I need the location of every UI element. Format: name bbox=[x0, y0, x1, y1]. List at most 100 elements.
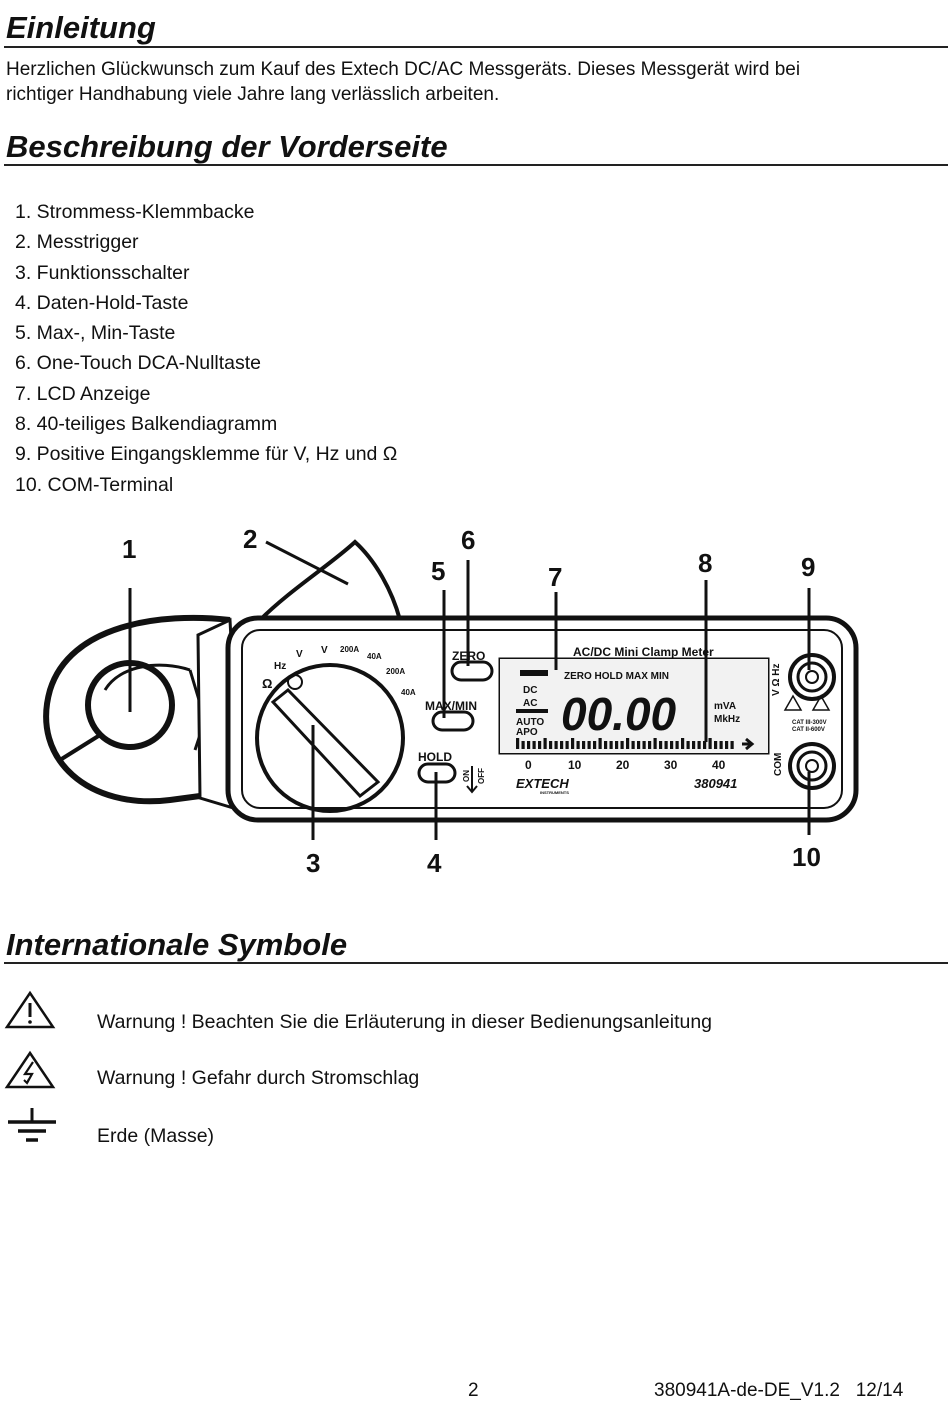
lcd-unit-mva: mVA bbox=[714, 701, 736, 712]
dial-200a-dc: 200A bbox=[340, 645, 359, 654]
dial-ohm: Ω bbox=[262, 676, 272, 691]
bar-graph bbox=[516, 738, 734, 749]
symbols-heading: Internationale Symbole bbox=[6, 927, 348, 962]
bar-segment bbox=[681, 738, 685, 749]
rotary-dial bbox=[255, 663, 405, 813]
brand-logo: EXTECH bbox=[516, 776, 569, 791]
bar-segment bbox=[637, 741, 641, 749]
callout-1: 1 bbox=[122, 534, 136, 564]
scale-0: 0 bbox=[525, 758, 532, 772]
list-item: 2. Messtrigger bbox=[15, 231, 139, 254]
list-item: 1. Strommess-Klemmbacke bbox=[15, 201, 255, 223]
bar-segment bbox=[587, 741, 591, 749]
callout-8: 8 bbox=[698, 548, 712, 578]
maxmin-label: MAX/MIN bbox=[425, 699, 477, 713]
dial-vdc: V bbox=[321, 645, 328, 656]
bar-segment bbox=[692, 741, 696, 749]
bar-segment bbox=[576, 741, 580, 749]
bar-segment bbox=[719, 741, 723, 749]
bar-segment bbox=[670, 741, 674, 749]
symbol-text: Warnung ! Gefahr durch Stromschlag bbox=[97, 1067, 420, 1089]
list-item: 5. Max-, Min-Taste bbox=[15, 322, 176, 345]
vhz-label: V Ω Hz bbox=[771, 664, 782, 696]
symbol-text: Erde (Masse) bbox=[97, 1125, 215, 1147]
bar-segment bbox=[527, 741, 531, 749]
list-item: 6. One-Touch DCA-Nulltaste bbox=[15, 352, 262, 375]
list-item: 4. Daten-Hold-Taste bbox=[15, 291, 189, 314]
bar-segment bbox=[642, 741, 646, 749]
warning-triangle-icon bbox=[4, 990, 56, 1029]
model-number: 380941 bbox=[694, 776, 737, 791]
callout-9: 9 bbox=[801, 552, 815, 582]
lcd-unit-mkhz: MkHz bbox=[714, 714, 740, 725]
dial-40a-ac: 40A bbox=[401, 688, 416, 697]
front-parts-list: 1. Strommess-Klemmbacke 2. Messtrigger 3… bbox=[15, 197, 397, 500]
bar-segment bbox=[653, 738, 657, 749]
scale-40: 40 bbox=[712, 758, 726, 772]
lcd-dc: DC bbox=[523, 685, 537, 696]
switch-on-label: ON bbox=[462, 770, 471, 782]
intro-line: Herzlichen Glückwunsch zum Kauf des Exte… bbox=[6, 59, 801, 80]
bar-segment bbox=[708, 738, 712, 749]
com-terminal bbox=[788, 742, 836, 790]
heading-rule bbox=[4, 962, 948, 964]
lcd-annunciators: ZERO HOLD MAX MIN bbox=[564, 671, 669, 682]
lcd-digits: 00.00 bbox=[561, 688, 677, 740]
dial-vac: V bbox=[296, 649, 303, 660]
list-item: 7. LCD Anzeige bbox=[15, 382, 151, 405]
vhz-terminal bbox=[788, 653, 836, 701]
bar-segment bbox=[725, 741, 729, 749]
document-id: 380941A-de-DE_V1.2 12/14 bbox=[654, 1380, 904, 1401]
heading-rule bbox=[4, 164, 948, 166]
clamp-jaw bbox=[43, 614, 242, 813]
dial-hz: Hz bbox=[274, 661, 286, 672]
intro-line: richtiger Handhabung viele Jahre lang ve… bbox=[6, 84, 500, 105]
bar-segment bbox=[714, 741, 718, 749]
callout-3: 3 bbox=[306, 848, 320, 878]
callout-10: 10 bbox=[792, 842, 821, 872]
trigger bbox=[258, 539, 402, 622]
bar-segment bbox=[582, 741, 586, 749]
zero-label: ZERO bbox=[452, 649, 485, 663]
com-label: COM bbox=[773, 753, 784, 776]
bar-segment bbox=[598, 738, 602, 749]
switch-off-label: OFF bbox=[477, 768, 486, 784]
maxmin-button bbox=[431, 710, 475, 732]
lcd-auto: AUTO bbox=[516, 717, 544, 728]
bar-segment bbox=[609, 741, 613, 749]
bar-segment bbox=[543, 738, 547, 749]
bar-segment bbox=[659, 741, 663, 749]
callout-2: 2 bbox=[243, 524, 257, 554]
bar-segment bbox=[730, 741, 734, 749]
bar-segment bbox=[593, 741, 597, 749]
bar-segment bbox=[703, 741, 707, 749]
dial-40a-dc: 40A bbox=[367, 652, 382, 661]
intro-heading: Einleitung bbox=[6, 10, 156, 45]
bar-segment bbox=[620, 741, 624, 749]
brand-sub: INSTRUMENTS bbox=[540, 790, 569, 795]
clamp-meter-diagram: 1 2 3 4 5 6 7 8 9 10 AC/DC Mini Clamp Me… bbox=[43, 524, 859, 878]
model-title: AC/DC Mini Clamp Meter bbox=[573, 645, 714, 659]
bar-segment bbox=[626, 738, 630, 749]
scale-20: 20 bbox=[616, 758, 630, 772]
callout-5: 5 bbox=[431, 556, 445, 586]
shock-hazard-icon bbox=[4, 1050, 56, 1089]
cat-rating-1: CAT III-300V bbox=[792, 720, 827, 726]
callout-6: 6 bbox=[461, 525, 475, 555]
zero-button bbox=[450, 660, 494, 682]
dial-200a-ac: 200A bbox=[386, 667, 405, 676]
bar-segment bbox=[675, 741, 679, 749]
symbol-text: Warnung ! Beachten Sie die Erläuterung i… bbox=[97, 1011, 713, 1033]
list-item: 10. COM-Terminal bbox=[15, 473, 174, 496]
page-number: 2 bbox=[468, 1380, 479, 1401]
callout-7: 7 bbox=[548, 562, 562, 592]
bar-segment bbox=[532, 741, 536, 749]
bar-segment bbox=[648, 741, 652, 749]
list-item: 8. 40-teiliges Balkendiagramm bbox=[15, 413, 278, 436]
bar-segment bbox=[565, 741, 569, 749]
bar-segment bbox=[516, 738, 520, 749]
hold-label: HOLD bbox=[418, 750, 452, 764]
bar-segment bbox=[554, 741, 558, 749]
bar-segment bbox=[549, 741, 553, 749]
scale-10: 10 bbox=[568, 758, 582, 772]
